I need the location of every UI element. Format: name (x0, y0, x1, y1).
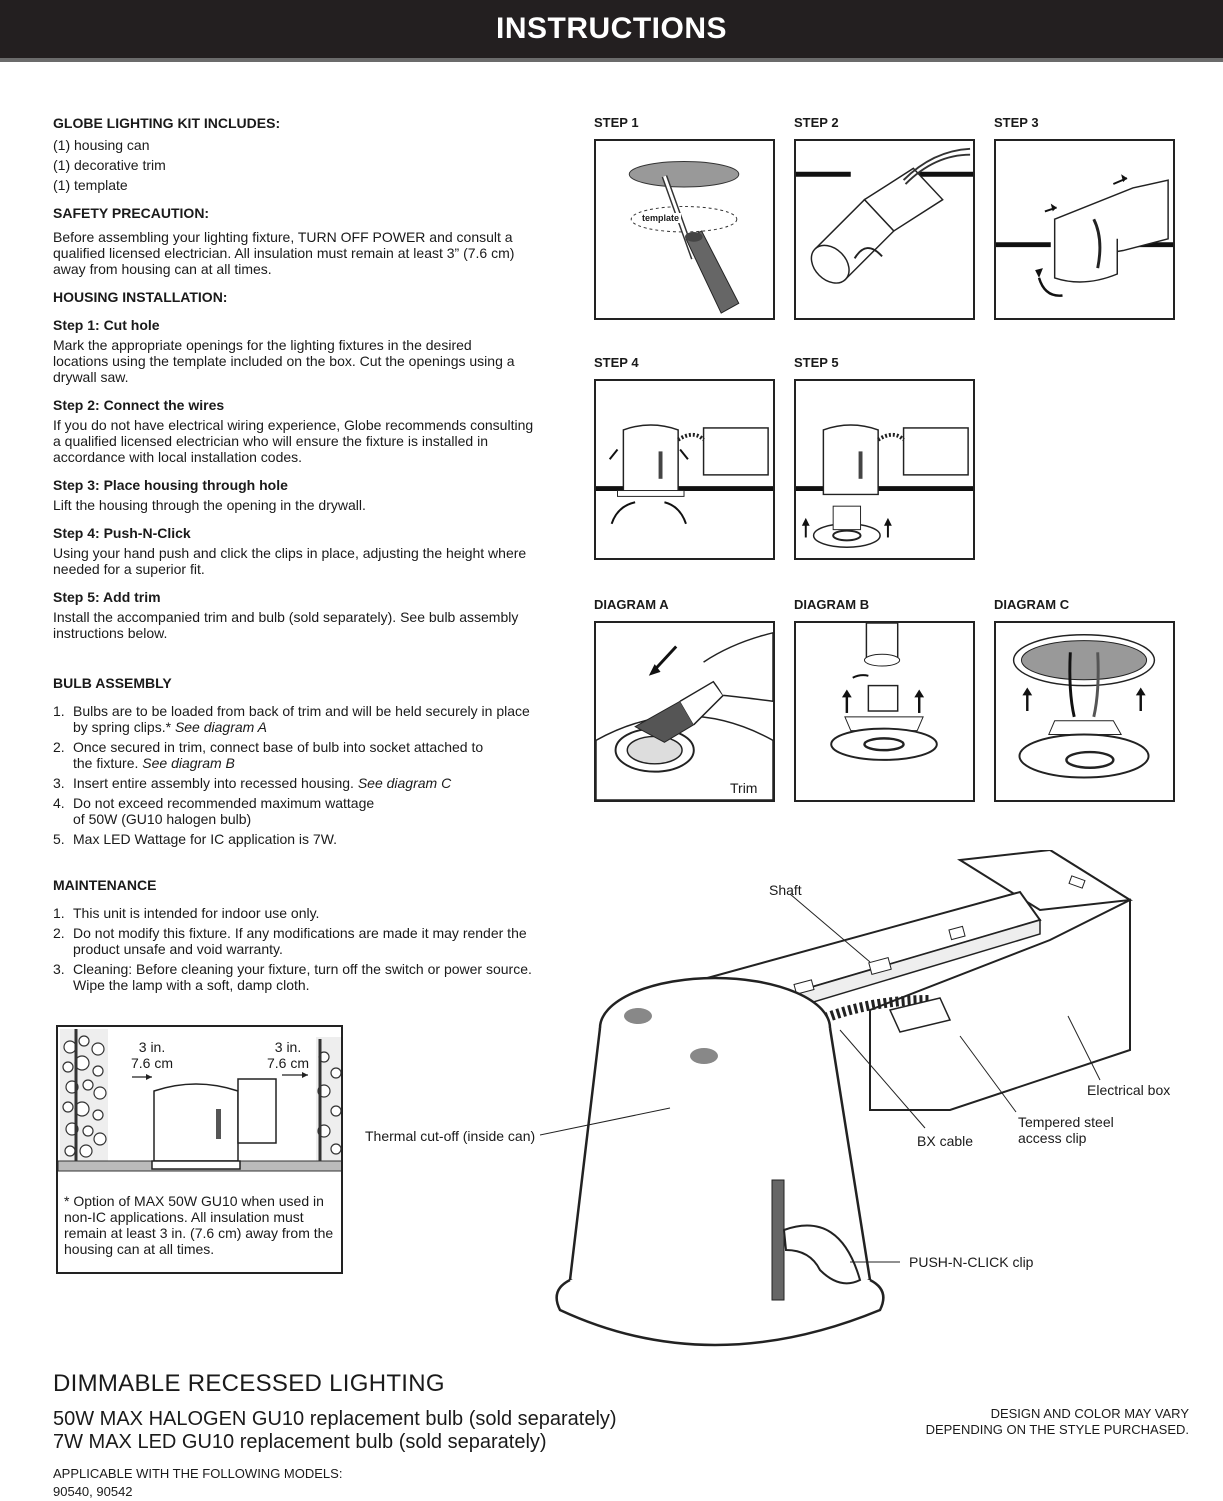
shaft-label: Shaft (769, 882, 802, 898)
step-text: needed for a superior fit. (53, 561, 205, 577)
safety-text: qualified licensed electrician. All insu… (53, 245, 515, 261)
step-title: Step 5: Add trim (53, 589, 161, 605)
step-1-panel: template (594, 139, 775, 320)
list-item: 5.Max LED Wattage for IC application is … (53, 831, 338, 847)
step-text: Using your hand push and click the clips… (53, 545, 527, 561)
bulb-heading: BULB ASSEMBLY (53, 675, 172, 691)
trim-label: Trim (730, 780, 758, 796)
safety-heading: SAFETY PRECAUTION: (53, 205, 210, 221)
list-item: 2.Do not modify this fixture. If any mod… (53, 925, 527, 957)
diagram-a-label: DIAGRAM A (594, 597, 669, 612)
instructions-text: GLOBE LIGHTING KIT INCLUDES: (1) housing… (53, 115, 553, 997)
step-2-panel (794, 139, 975, 320)
product-title: DIMMABLE RECESSED LIGHTING (53, 1370, 445, 1397)
left-clearance-label: 3 in.7.6 cm (130, 1039, 173, 1071)
template-label: template (640, 213, 682, 223)
step-title: Step 3: Place housing through hole (53, 477, 288, 493)
safety-text: Before assembling your lighting fixture,… (53, 229, 513, 245)
step-3-panel (994, 139, 1175, 320)
safety-text: away from housing can at all times. (53, 261, 272, 277)
list-item: 2.Once secured in trim, connect base of … (53, 739, 484, 771)
insulation-note: * Option of MAX 50W GU10 when used in no… (64, 1193, 334, 1257)
step-text: drywall saw. (53, 369, 129, 385)
kit-heading: GLOBE LIGHTING KIT INCLUDES: (53, 115, 281, 131)
list-item: 1.This unit is intended for indoor use o… (53, 905, 320, 921)
diagram-b-label: DIAGRAM B (794, 597, 870, 612)
page-title: INSTRUCTIONS (496, 12, 727, 45)
step-5-panel (794, 379, 975, 560)
fixture-exploded-illustration (540, 850, 1133, 1347)
maintenance-heading: MAINTENANCE (53, 877, 157, 893)
list-item: 4.Do not exceed recommended maximum watt… (53, 795, 375, 827)
thermal-cutoff-label: Thermal cut-off (inside can) (365, 1128, 536, 1144)
kit-item: (1) decorative trim (53, 157, 166, 173)
diagram-c-label: DIAGRAM C (994, 597, 1070, 612)
diagram-c-panel (994, 621, 1175, 802)
step-1-label: STEP 1 (594, 115, 639, 130)
step-text: a qualified licensed electrician who wil… (53, 433, 489, 449)
step-2-label: STEP 2 (794, 115, 839, 130)
product-subtitle: 50W MAX HALOGEN GU10 replacement bulb (s… (53, 1408, 617, 1453)
step-text: accordance with local installation codes… (53, 449, 303, 465)
step-text: Install the accompanied trim and bulb (s… (53, 609, 519, 625)
list-item: 3.Cleaning: Before cleaning your fixture… (53, 961, 532, 993)
step-3-label: STEP 3 (994, 115, 1039, 130)
housing-heading: HOUSING INSTALLATION: (53, 289, 228, 305)
step-title: Step 2: Connect the wires (53, 397, 225, 413)
insulation-illustration (58, 1029, 341, 1172)
list-item: 1.Bulbs are to be loaded from back of tr… (53, 703, 530, 735)
step-text: instructions below. (53, 625, 168, 641)
step-text: locations using the template included on… (53, 353, 515, 369)
step-title: Step 1: Cut hole (53, 317, 160, 333)
step-5-label: STEP 5 (794, 355, 839, 370)
applicable-models: APPLICABLE WITH THE FOLLOWING MODELS: 90… (53, 1466, 343, 1499)
design-disclaimer: DESIGN AND COLOR MAY VARY DEPENDING ON T… (925, 1406, 1189, 1437)
push-n-click-label: PUSH-N-CLICK clip (909, 1254, 1034, 1270)
insulation-clearance-diagram: 3 in.7.6 cm 3 in.7.6 cm * Option of MAX … (56, 1025, 343, 1274)
page-header: INSTRUCTIONS (0, 0, 1223, 62)
kit-item: (1) template (53, 177, 128, 193)
diagram-b-panel (794, 621, 975, 802)
step-text: If you do not have electrical wiring exp… (53, 417, 534, 433)
bx-cable-label: BX cable (917, 1133, 974, 1149)
kit-item: (1) housing can (53, 137, 150, 153)
step-4-panel (594, 379, 775, 560)
step-title: Step 4: Push-N-Click (53, 525, 191, 541)
step-text: Lift the housing through the opening in … (53, 497, 366, 513)
step-4-label: STEP 4 (594, 355, 639, 370)
step-text: Mark the appropriate openings for the li… (53, 337, 472, 353)
right-clearance-label: 3 in.7.6 cm (266, 1039, 309, 1071)
diagram-a-panel: Trim (594, 621, 775, 802)
list-item: 3.Insert entire assembly into recessed h… (53, 775, 452, 791)
electrical-box-label: Electrical box (1087, 1082, 1171, 1098)
